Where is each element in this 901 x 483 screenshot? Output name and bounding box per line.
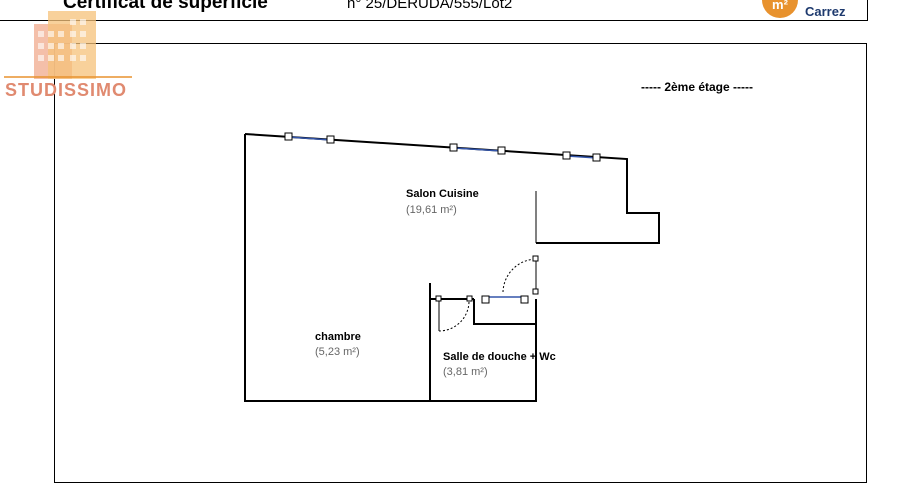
room-area-chambre: (5,23 m²) [315,346,360,358]
room-area-salle-de-douche: (3,81 m²) [443,366,488,378]
room-area-salon-cuisine: (19,61 m²) [406,204,457,216]
floor-label: ----- 2ème étage ----- [641,80,754,94]
certificate-title: Certificat de superficie [63,0,268,13]
room-name-chambre: chambre [315,331,361,343]
carrez-badge-icon: m² [762,0,798,18]
logo-text: STUDISSIMO [5,80,128,100]
room-name-salon-cuisine: Salon Cuisine [406,188,479,200]
building-logo-icon [4,11,132,79]
room-name-salle-de-douche: Salle de douche + Wc [443,351,556,363]
floor-plan [244,132,660,402]
header-right-rule [867,0,868,21]
header-rule [0,20,868,21]
carrez-label: Carrez [805,4,846,19]
certificate-reference: n° 25/DERUDA/555/Lot2 [347,0,513,12]
